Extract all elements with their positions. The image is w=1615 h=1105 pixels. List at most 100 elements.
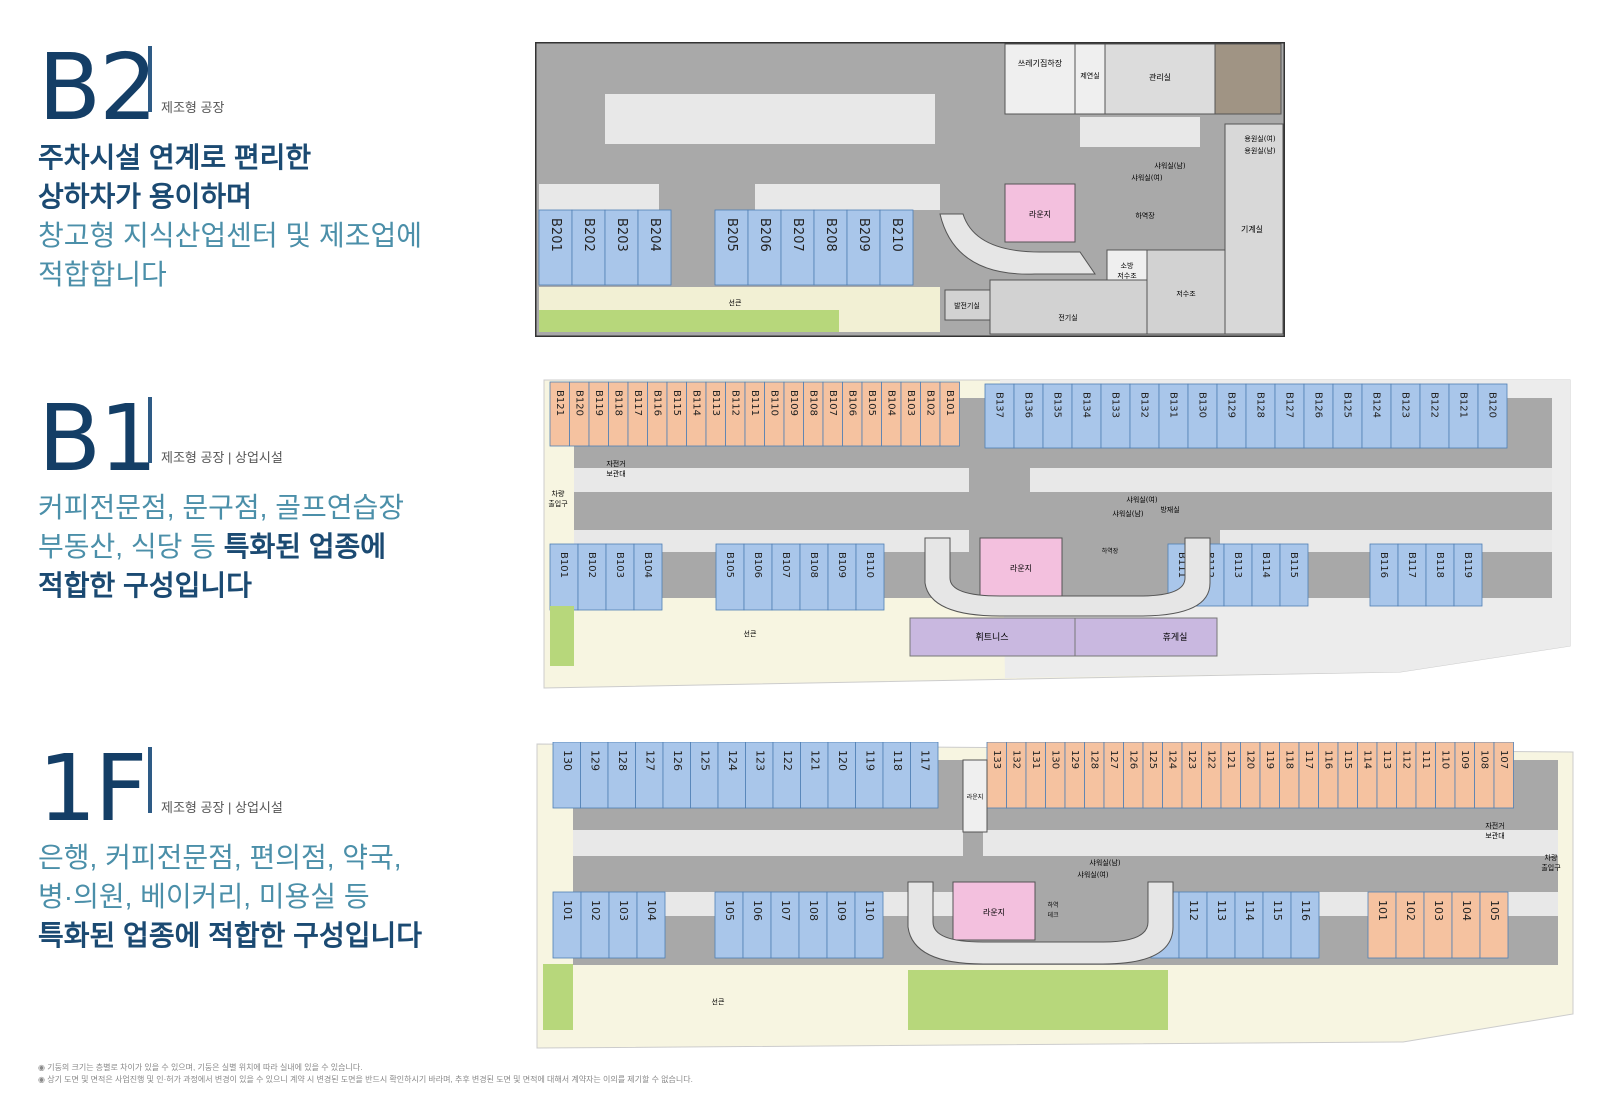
b2-unit-label: B206 (757, 218, 772, 252)
b1-bottom-unit-label: B106 (752, 552, 763, 578)
f1-top-unit (772, 742, 801, 809)
f1-bottom-unit-label: 104 (645, 900, 658, 921)
b1-setback-label: 선큰 (744, 629, 757, 638)
b1-bottom-unit (1453, 543, 1483, 607)
b2-mgmt-label: 관리실 (1149, 72, 1171, 82)
f1-bottom-unit-label: 109 (835, 900, 848, 921)
f1-title: 1F (38, 735, 147, 842)
b1-top-unit-label: B121 (1458, 392, 1469, 418)
f1-description: 은행, 커피전문점, 편의점, 약국, 병·의원, 베이커리, 미용실 등 특화… (38, 838, 422, 955)
b2-title: B2 (38, 34, 158, 141)
b1-title: B1 (38, 385, 158, 492)
f1-bottom-unit (608, 891, 638, 959)
b1-top-unit-label: B132 (1139, 392, 1150, 418)
f1-top-unit-label: 123 (753, 750, 766, 771)
b1-bottom-unit-label: B110 (864, 552, 875, 578)
b2-unit (538, 209, 573, 286)
b1-top-unit-label: B101 (944, 390, 955, 416)
b1-top-unit-label: B117 (632, 390, 643, 416)
b2-unit (846, 209, 881, 286)
f1-top-unit-label: 116 (1322, 750, 1333, 769)
b2-garbage-label: 쓰레기집하장 (1018, 58, 1063, 68)
b1-bottom-unit (715, 543, 745, 611)
b2-mgmt-room (1104, 43, 1216, 115)
b1-top-unit (1303, 383, 1334, 449)
b1-bottom-unit-label: B107 (780, 552, 791, 578)
f1-bike-label: 자전거 (1485, 821, 1504, 830)
b1-top-unit-label: B123 (1400, 392, 1411, 418)
b1-bottom-unit-label: B108 (808, 552, 819, 578)
b2-parking-row-3 (755, 184, 940, 210)
b2-shower-m-label: 샤워실(남) (1154, 161, 1185, 170)
f1-bike-label-2: 보관대 (1485, 831, 1504, 840)
b1-entry-label-2: 출입구 (548, 499, 568, 508)
b1-bottom-unit (633, 543, 663, 611)
b1-top-unit-label: B119 (593, 390, 604, 416)
f1-top-unit-label: 131 (1030, 750, 1041, 769)
b1-top-unit-label: B115 (671, 390, 682, 416)
b1-top-unit-label: B106 (846, 390, 857, 416)
b2-unit-label: B209 (856, 218, 871, 252)
b2-desc-line-3: 창고형 지식산업센터 및 제조업에 (38, 220, 422, 251)
b1-top-unit-label: B134 (1081, 392, 1092, 418)
b2-parking-row-2 (539, 184, 659, 210)
f1-top-unit-label: 114 (1361, 750, 1372, 769)
f1-green-strip (543, 964, 573, 1030)
f1-bottom-unit-label: 102 (1404, 900, 1417, 921)
f1-top-unit-label: 133 (991, 750, 1002, 769)
f1-bottom-unit (1262, 891, 1292, 959)
f1-bottom-unit-label: 101 (561, 900, 574, 921)
b1-bottom-unit-label: B118 (1434, 552, 1445, 578)
f1-top-unit-label: 120 (1244, 750, 1255, 769)
b1-title-divider (148, 397, 152, 463)
f1-top-unit-label: 113 (1381, 750, 1392, 769)
f1-bottom-unit (636, 891, 666, 959)
f1-entry-label-2: 출입구 (1541, 863, 1561, 872)
b1-entry-label: 차량 (552, 489, 565, 498)
f1-bottom-unit-label: 114 (1243, 900, 1256, 921)
f1-parking-row-2 (983, 830, 1558, 856)
f1-loading-label: 하역 (1047, 901, 1058, 909)
b1-top-unit-label: B109 (788, 390, 799, 416)
f1-top-unit-label: 108 (1478, 750, 1489, 769)
f1-desc-line-2: 병·의원, 베이커리, 미용실 등 (38, 881, 370, 912)
b1-top-unit-label: B102 (924, 390, 935, 416)
b2-ramp (939, 213, 1096, 275)
b1-top-unit (1448, 383, 1479, 449)
b1-bottom-unit (1279, 543, 1309, 607)
f1-bottom-unit-label: 103 (617, 900, 630, 921)
f1-bottom-unit (1178, 891, 1208, 959)
b1-description: 커피전문점, 문구점, 골프연습장 부동산, 식당 등 특화된 업종에 적합한 … (38, 488, 404, 605)
b1-top-unit-label: B105 (866, 390, 877, 416)
b1-top-unit-label: B116 (651, 390, 662, 416)
b1-top-unit-label: B127 (1284, 392, 1295, 418)
f1-top-unit-label: 117 (1303, 750, 1314, 769)
b1-top-unit (1477, 383, 1508, 449)
f1-bottom-unit-label: 101 (1376, 900, 1389, 921)
b1-top-unit (1245, 383, 1276, 449)
b1-top-unit-label: B107 (827, 390, 838, 416)
b1-bottom-unit (605, 543, 635, 611)
b2-unit (571, 209, 606, 286)
f1-top-unit-label: 122 (781, 750, 794, 771)
f1-subtitle: 제조형 공장 | 상업시설 (161, 800, 283, 815)
b1-subtitle: 제조형 공장 | 상업시설 (161, 450, 283, 465)
f1-top-unit (607, 742, 636, 809)
b2-unit-label: B203 (614, 218, 629, 252)
b1-top-unit-label: B112 (729, 390, 740, 416)
b1-top-unit-label: B121 (554, 390, 565, 416)
f1-top-unit (580, 742, 609, 809)
f1-top-unit-label: 119 (863, 750, 876, 771)
f1-bottom-unit (854, 891, 884, 959)
b1-bottom-unit-label: B113 (1232, 552, 1243, 578)
f1-top-unit-label: 125 (698, 750, 711, 771)
f1-top-unit-label: 124 (1166, 750, 1177, 769)
f1-lounge-label: 라운지 (983, 908, 1005, 917)
f1-top-unit (1493, 742, 1514, 809)
b1-lounge-label: 라운지 (1010, 564, 1032, 573)
f1-lounge-small-label: 라운지 (967, 793, 984, 801)
f1-bottom-unit (1479, 891, 1509, 959)
b1-top-unit (1013, 383, 1044, 449)
